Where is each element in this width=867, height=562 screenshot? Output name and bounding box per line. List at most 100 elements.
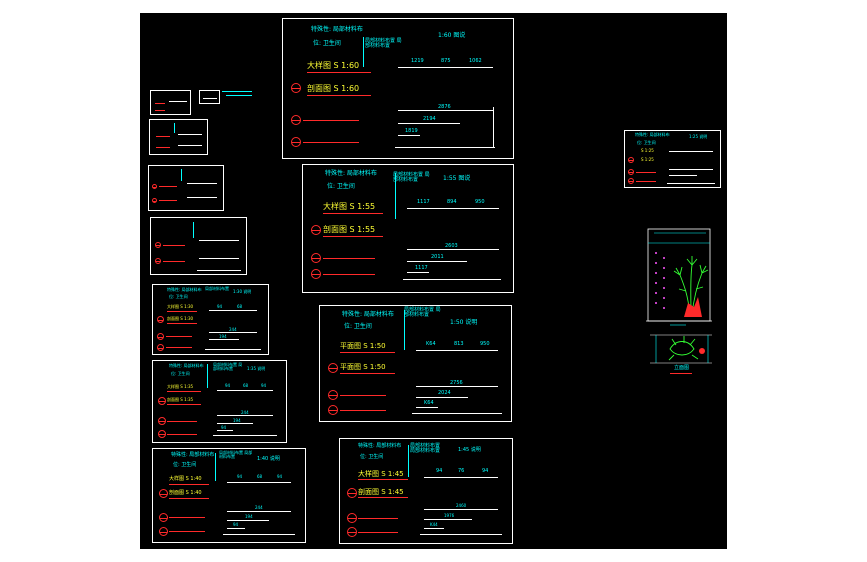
detail-line bbox=[167, 434, 197, 435]
dim-mid-3: 94 bbox=[233, 522, 239, 527]
drawing-sheet-1-55[interactable]: 特殊性: 局部材料布 位: 卫生间 局部材料布置 局部材料布置 1:55 图说 … bbox=[302, 164, 514, 293]
elevation-symbol bbox=[328, 390, 338, 400]
elevation-line bbox=[169, 517, 205, 518]
sheet-heading: 特殊性: 局部材料布 bbox=[358, 443, 402, 449]
dim-mid-3: 1819 bbox=[405, 128, 418, 134]
dim-mid-2: 2024 bbox=[438, 390, 451, 396]
drawing-sheet-1-30[interactable]: 特殊性: 局部材料布 位: 卫生间 局部材料布置 1:30 说明 大样图 S 1… bbox=[152, 284, 269, 355]
detail-symbol bbox=[328, 405, 338, 415]
scale-note: 1:25 说明 bbox=[689, 134, 708, 139]
scale-note: 1:45 说明 bbox=[458, 447, 481, 453]
dimension-line-short bbox=[398, 135, 420, 136]
drawing-sheet-1-35[interactable]: 特殊性: 局部材料布 位: 卫生间 局部材料布置 局部材料布置 1:35 说明 … bbox=[152, 360, 287, 443]
drawing-sheet-thumb-5[interactable] bbox=[199, 90, 220, 104]
scale-note: 1:60 图说 bbox=[438, 32, 466, 39]
dim-mid-1: 2876 bbox=[438, 104, 451, 110]
elevation-label: 立面图 bbox=[674, 365, 690, 371]
dim-top-3: 950 bbox=[480, 341, 490, 347]
drawing-sheet-thumb-4[interactable] bbox=[150, 90, 191, 115]
dim-mid-2: 194 bbox=[245, 514, 253, 519]
section-label: 剖面图 S 1:30 bbox=[167, 316, 194, 321]
dim-top-3: 94 bbox=[277, 474, 283, 479]
drawing-sheet-1-45[interactable]: 特殊性: 局部材料布 位: 卫生间 局部材料布置 局部材料布置 1:45 说明 … bbox=[339, 438, 513, 544]
thumb-symbol bbox=[155, 258, 161, 264]
plan-label: S 1:25 bbox=[641, 148, 654, 153]
sheet-room: 位: 卫生间 bbox=[327, 183, 355, 190]
dimension-line-mid bbox=[398, 123, 460, 124]
detail-line bbox=[358, 532, 398, 533]
plan-underline bbox=[307, 72, 371, 73]
dim-mid-3: K44 bbox=[430, 522, 438, 527]
dimension-line-mid bbox=[227, 520, 269, 521]
section-underline bbox=[340, 373, 395, 374]
elevation-line bbox=[167, 421, 197, 422]
dimension-divider bbox=[215, 453, 216, 481]
elevation-line bbox=[358, 518, 398, 519]
drawing-sheet-side[interactable]: 特殊性: 局部材料布 位: 卫生间 1:25 说明 S 1:25 S 1:25 bbox=[624, 130, 721, 188]
dimension-line-mid bbox=[209, 339, 239, 340]
plant-elevation-drawing[interactable] bbox=[640, 225, 720, 385]
dimension-line-top bbox=[217, 390, 273, 391]
dimension-line-short bbox=[424, 528, 444, 529]
dimension-line-mid bbox=[424, 519, 472, 520]
drawing-sheet-1-40[interactable]: 特殊性: 局部材料布 位: 卫生间 局部材料布置 局部材料布置 1:40 说明 … bbox=[152, 448, 306, 543]
thumb-dim bbox=[169, 101, 187, 102]
section-symbol bbox=[159, 489, 168, 498]
dim-mid-2: 2011 bbox=[431, 254, 444, 260]
detail-symbol bbox=[158, 430, 166, 438]
dim-top-3: 94 bbox=[261, 383, 267, 388]
plan-label: 大样图 S 1:35 bbox=[167, 384, 194, 389]
thumb-symbol bbox=[152, 198, 157, 203]
sheet-heading: 特殊性: 局部材料布 bbox=[311, 26, 363, 33]
detail-line bbox=[169, 531, 205, 532]
legend-note: 局部材料布置 局部材料布置 bbox=[393, 172, 430, 183]
elevation-symbol bbox=[159, 513, 168, 522]
plan-label: 平面图 S 1:50 bbox=[340, 342, 386, 350]
floor-line bbox=[667, 183, 715, 184]
dim-top-1: 1219 bbox=[411, 58, 424, 64]
dimension-line-short bbox=[217, 430, 233, 431]
thumb-dim bbox=[187, 197, 217, 198]
legend-note: 局部材料布置 bbox=[205, 286, 229, 291]
section-underline bbox=[307, 95, 371, 96]
plan-underline bbox=[169, 484, 209, 485]
dim-mid-1: 2756 bbox=[450, 380, 463, 386]
detail-line bbox=[303, 142, 359, 143]
sheet-heading: 特殊性: 局部材料布 bbox=[325, 170, 377, 177]
drawing-sheet-thumb-3[interactable] bbox=[149, 119, 208, 155]
drawing-sheet-1-50[interactable]: 特殊性: 局部材料布 位: 卫生间 局部材料布置 局部材料布置 1:50 说明 … bbox=[319, 305, 512, 422]
thumb-divider bbox=[174, 123, 175, 133]
elevation-line bbox=[340, 395, 386, 396]
detail-symbol bbox=[291, 137, 301, 147]
dimension-line-top bbox=[398, 67, 493, 68]
dim-top-2: 68 bbox=[243, 383, 249, 388]
dim-top-3: 1062 bbox=[469, 58, 482, 64]
thumb-dim bbox=[187, 183, 217, 184]
elevation-line bbox=[636, 172, 656, 173]
plan-label: 大样图 S 1:30 bbox=[167, 304, 194, 309]
section-symbol bbox=[157, 316, 164, 323]
sheet-room: 位: 卫生间 bbox=[169, 294, 188, 299]
cad-model-space[interactable]: 特殊性: 局部材料布 位: 卫生间 局部材料布置 局部材料布置 1:60 图说 … bbox=[140, 13, 727, 549]
elevation-label-underline bbox=[670, 373, 692, 374]
drawing-sheet-thumb-2[interactable] bbox=[148, 165, 224, 211]
thumb-cyan-text-cluster bbox=[222, 89, 258, 99]
scale-note: 1:40 说明 bbox=[257, 456, 280, 462]
dim-top-1: 94 bbox=[237, 474, 243, 479]
elevation-line bbox=[323, 258, 375, 259]
section-label: 剖面图 S 1:35 bbox=[167, 397, 194, 402]
sheet-room: 位: 卫生间 bbox=[637, 140, 656, 145]
elevation-line bbox=[303, 120, 359, 121]
elevation-symbol bbox=[291, 115, 301, 125]
section-underline bbox=[167, 323, 197, 324]
drawing-sheet-thumb-1[interactable] bbox=[150, 217, 247, 275]
section-label: 剖面图 S 1:45 bbox=[358, 488, 404, 496]
detail-symbol bbox=[157, 344, 164, 351]
section-underline bbox=[169, 498, 209, 499]
dim-mid-3: 1117 bbox=[415, 265, 428, 271]
drawing-sheet-1-60[interactable]: 特殊性: 局部材料布 位: 卫生间 局部材料布置 局部材料布置 1:60 图说 … bbox=[282, 18, 514, 159]
dim-top-2: 76 bbox=[458, 468, 465, 474]
thumb-symbol bbox=[155, 242, 161, 248]
dim-top-2: 875 bbox=[441, 58, 451, 64]
dimension-divider bbox=[207, 364, 208, 388]
